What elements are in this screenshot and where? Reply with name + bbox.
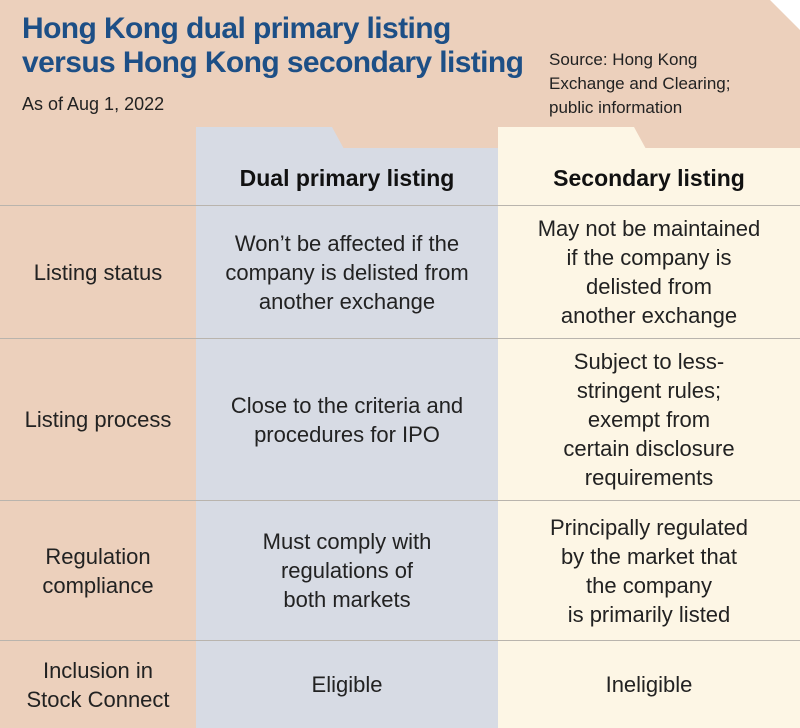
row-label: Listing process	[0, 339, 196, 500]
cell-text-line: compliance	[42, 572, 154, 598]
cell-text-line: Eligible	[311, 672, 383, 697]
dual-primary-column-tab	[196, 127, 344, 149]
cell-text-line: Won’t be affected if the	[234, 230, 460, 256]
as-of-date: As of Aug 1, 2022	[22, 94, 165, 114]
cell-text-line: Stock Connect	[26, 686, 170, 712]
cell-text: Close to the criteria and procedures for …	[231, 391, 463, 449]
cell-text: Listing status	[34, 258, 162, 287]
dual-primary-cell: Won’t be affected if the company is delis…	[196, 206, 498, 338]
source-line: Source: Hong Kong	[549, 50, 698, 69]
cell-text-line: both markets	[283, 587, 411, 612]
cell-text: Must comply with regulations of both marke…	[263, 527, 432, 614]
cell-text-line: Subject to less-	[573, 349, 725, 374]
dual-primary-column-background	[196, 148, 498, 728]
secondary-cell: Principally regulated by the market that t…	[498, 501, 800, 640]
row-divider	[0, 500, 800, 501]
cell-text-line: by the market that	[560, 543, 738, 569]
cell-text-line: Principally regulated	[549, 514, 749, 540]
cell-text-line: stringent rules;	[576, 378, 722, 403]
row-label: Regulation compliance	[0, 501, 196, 640]
cell-text-line: Listing status	[33, 259, 163, 285]
cell-text-line: requirements	[584, 465, 714, 490]
row-divider	[0, 338, 800, 339]
row-divider	[0, 205, 800, 206]
dual-primary-cell: Must comply with regulations of both marke…	[196, 501, 498, 640]
source-line: Exchange and Clearing;	[549, 74, 731, 93]
cell-text: Inclusion in Stock Connect	[26, 656, 169, 714]
cell-text-line: Inclusion in	[42, 657, 154, 683]
secondary-cell: May not be maintained if the company is de…	[498, 206, 800, 338]
cell-text: Subject to less-stringent rules; exempt f…	[563, 347, 734, 492]
cell-text-line: exempt from	[587, 407, 711, 432]
secondary-cell: Ineligible	[498, 641, 800, 728]
cell-text-line: another exchange	[258, 288, 436, 314]
cell-text-line: company is delisted from	[225, 259, 469, 285]
cell-text-line: if the company is	[566, 245, 732, 270]
column-header-secondary: Secondary listing	[553, 164, 745, 191]
column-header-dual-primary: Dual primary listing	[239, 164, 455, 191]
dual-primary-cell: Close to the criteria and procedures for …	[196, 339, 498, 500]
cell-text-line: Ineligible	[605, 672, 693, 697]
chart-title: Hong Kong dual primary listing versus Ho…	[22, 12, 542, 80]
cell-text-line: another exchange	[560, 303, 738, 328]
source-line: public information	[549, 98, 683, 117]
cell-text: Won’t be affected if the company is delis…	[225, 229, 468, 316]
secondary-column-background	[498, 148, 800, 728]
cell-text: Regulation compliance	[42, 542, 153, 600]
cell-text-line: is primarily listed	[567, 601, 731, 627]
cell-text: Principally regulated by the market that t…	[550, 513, 748, 629]
dual-primary-cell: Eligible	[196, 641, 498, 728]
cell-text: Ineligible	[606, 670, 693, 699]
cell-text-line: the company	[586, 572, 712, 598]
cell-text-line: Close to the criteria and	[230, 392, 464, 418]
cell-text-line: Listing process	[24, 407, 172, 432]
row-divider	[0, 640, 800, 641]
cell-text: Listing process	[25, 405, 172, 434]
cell-text-line: Regulation	[45, 543, 151, 569]
secondary-cell: Subject to less-stringent rules; exempt f…	[498, 339, 800, 500]
row-label: Inclusion in Stock Connect	[0, 641, 196, 728]
title-line: versus Hong Kong secondary listing	[22, 46, 524, 79]
cell-text-line: certain disclosure	[563, 436, 735, 461]
cell-text-line: Must comply with	[262, 529, 432, 554]
cell-text: May not be maintained if the company is de…	[538, 214, 761, 330]
cell-text: Eligible	[312, 670, 383, 699]
cell-text-line: procedures for IPO	[254, 421, 440, 447]
row-label: Listing status	[0, 206, 196, 338]
title-line: Hong Kong dual primary listing	[22, 12, 451, 45]
cell-text-line: May not be maintained	[537, 216, 761, 241]
cell-text-line: regulations of	[280, 558, 414, 583]
cell-text-line: delisted from	[586, 274, 712, 299]
secondary-column-tab	[498, 127, 646, 149]
source-note: Source: Hong Kong Exchange and Clearing;…	[549, 48, 789, 120]
